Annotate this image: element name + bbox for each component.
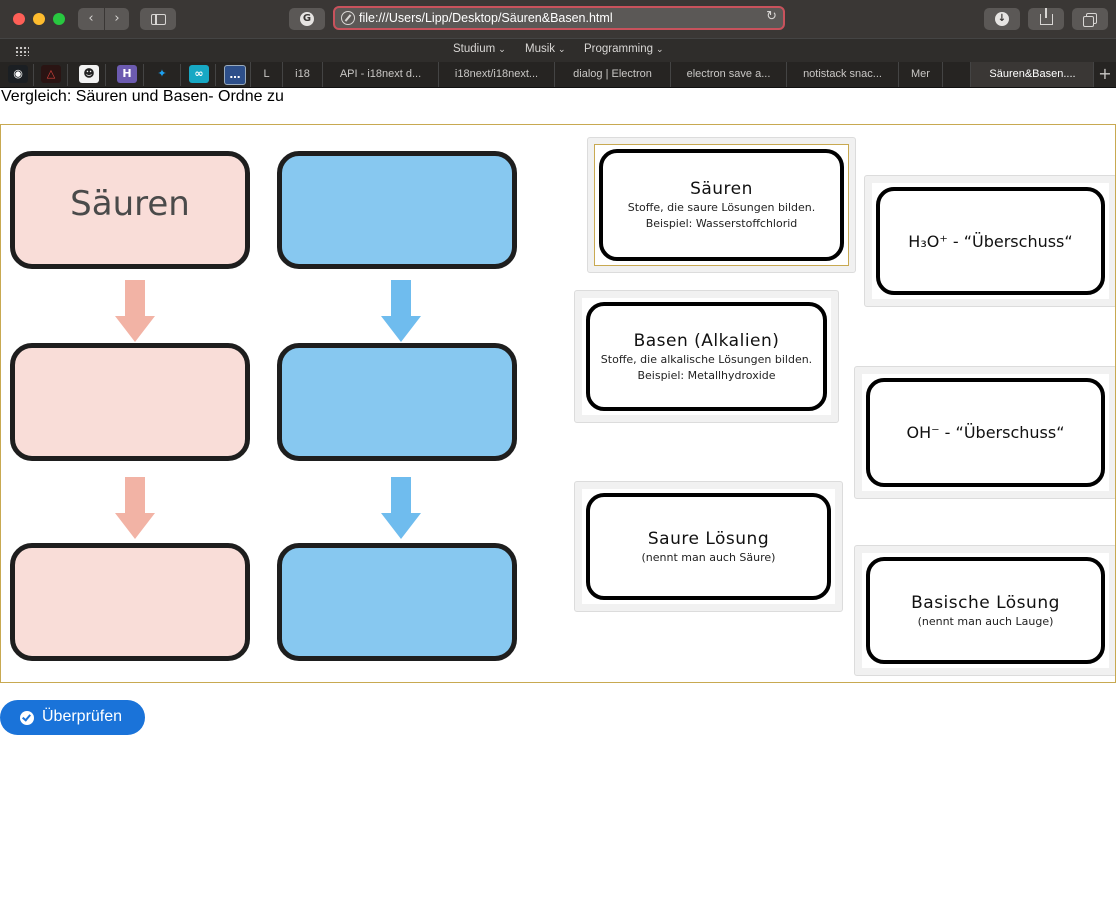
drop-zone-base-1[interactable]	[277, 151, 517, 269]
draggable-card-oh[interactable]: OH⁻ - “Überschuss“	[854, 366, 1115, 499]
card-title: Basen (Alkalien)	[633, 330, 780, 351]
address-bar[interactable]: file:///Users/Lipp/Desktop/Säuren&Basen.…	[333, 6, 785, 30]
arrow-down-icon	[115, 477, 155, 539]
tab-7[interactable]: notistack snac...	[786, 62, 898, 87]
card-title: Säuren	[690, 179, 753, 199]
tab-4[interactable]: i18next/i18next...	[438, 62, 554, 87]
card-description: (nennt man auch Lauge)	[917, 614, 1054, 628]
chevron-left-icon: ‹	[88, 11, 94, 26]
window-titlebar: ‹ › G file:///Users/Lipp/Desktop/Säuren&…	[0, 0, 1116, 38]
card-formula: H₃O⁺ - “Überschuss“	[908, 231, 1073, 251]
heroku-icon: H	[122, 67, 132, 80]
card-formula: OH⁻ - “Überschuss“	[906, 423, 1065, 442]
draggable-card-basen[interactable]: Basen (Alkalien) Stoffe, die alkalische …	[574, 290, 839, 423]
back-button[interactable]: ‹	[78, 8, 104, 30]
arrow-down-icon	[381, 280, 421, 342]
dots-icon: …	[229, 68, 241, 81]
minimize-window-button[interactable]	[33, 13, 45, 25]
pinned-tab-dots[interactable]: …	[224, 65, 246, 85]
twitter-icon: ✦	[157, 67, 167, 80]
reload-icon[interactable]: ↻	[766, 9, 777, 24]
favorites-folder-programming[interactable]: Programming⌄	[584, 43, 664, 55]
pinned-tab-mailchimp[interactable]: ☻	[79, 65, 99, 83]
new-tab-button[interactable]: +	[1093, 62, 1116, 87]
draggable-card-h3o[interactable]: H₃O⁺ - “Überschuss“	[864, 175, 1115, 307]
tab-3[interactable]: API - i18next d...	[322, 62, 438, 87]
drag-drop-exercise: Säuren Säuren Stoffe, die saure Lösungen…	[0, 124, 1116, 683]
tab-9[interactable]	[942, 62, 970, 87]
pinned-tab-heroku[interactable]: H	[117, 65, 137, 83]
ruby-icon: △	[46, 67, 56, 80]
drop-zone-base-2[interactable]	[277, 343, 517, 461]
maximize-window-button[interactable]	[53, 13, 65, 25]
tab-5[interactable]: dialog | Electron	[554, 62, 670, 87]
chevron-right-icon: ›	[114, 11, 120, 26]
drop-zone-acid-1[interactable]: Säuren	[10, 151, 250, 269]
check-circle-icon	[20, 711, 34, 725]
draggable-card-basische-loesung[interactable]: Basische Lösung (nennt man auch Lauge)	[854, 545, 1115, 676]
pinned-tab-twitter[interactable]: ✦	[152, 65, 172, 83]
pinned-tab-ruby[interactable]: △	[41, 65, 61, 83]
forward-button[interactable]: ›	[105, 8, 129, 30]
grammarly-extension-button[interactable]: G	[289, 8, 325, 30]
card-description: (nennt man auch Säure)	[641, 550, 776, 564]
favorites-bar: Studium⌄ Musik⌄ Programming⌄	[0, 38, 1116, 62]
check-button-label: Überprüfen	[42, 708, 123, 725]
check-button[interactable]: Überprüfen	[0, 700, 145, 735]
pinned-tab-github[interactable]: ◉	[8, 65, 28, 83]
address-bar-url[interactable]: file:///Users/Lipp/Desktop/Säuren&Basen.…	[359, 11, 613, 25]
mailchimp-icon: ☻	[83, 67, 95, 80]
downloads-button[interactable]: ↓	[984, 8, 1020, 30]
draggable-card-saure-loesung[interactable]: Saure Lösung (nennt man auch Säure)	[574, 481, 843, 612]
close-window-button[interactable]	[13, 13, 25, 25]
favorites-folder-musik[interactable]: Musik⌄	[525, 43, 566, 55]
favorites-folder-studium[interactable]: Studium⌄	[453, 43, 506, 55]
drop-zone-base-3[interactable]	[277, 543, 517, 661]
codepen-icon: ∞	[194, 67, 204, 80]
card-title: Basische Lösung	[911, 592, 1060, 613]
share-button[interactable]	[1028, 8, 1064, 30]
chevron-down-icon: ⌄	[558, 45, 566, 55]
arrow-down-icon	[381, 477, 421, 539]
tab-6[interactable]: electron save a...	[670, 62, 786, 87]
draggable-card-saeuren[interactable]: Säuren Stoffe, die saure Lösungen bilden…	[587, 137, 856, 273]
chevron-down-icon: ⌄	[498, 45, 506, 55]
tab-8[interactable]: Mer	[898, 62, 942, 87]
tab-1[interactable]: L	[250, 62, 282, 87]
sidebar-icon	[151, 14, 166, 25]
tab-2[interactable]: i18	[282, 62, 322, 87]
tab-bar: ◉ △ ☻ H ✦ ∞ … L i18 API - i18next d... i…	[0, 62, 1116, 88]
drop-zone-acid-3[interactable]	[10, 543, 250, 661]
grid-icon[interactable]	[15, 46, 29, 56]
chevron-down-icon: ⌄	[656, 45, 664, 55]
tab-active-saeuren-basen[interactable]: Säuren&Basen....	[970, 62, 1094, 87]
drop-zone-acid-2[interactable]	[10, 343, 250, 461]
sidebar-toggle-button[interactable]	[140, 8, 176, 30]
compass-icon	[341, 11, 355, 25]
download-icon: ↓	[995, 12, 1009, 26]
card-description: Stoffe, die alkalische Lösungen bilden.	[600, 352, 813, 366]
plus-icon: +	[1098, 64, 1112, 83]
tab-overview-button[interactable]	[1072, 8, 1108, 30]
share-icon	[1040, 8, 1053, 25]
card-example: Beispiel: Wasserstoffchlorid	[645, 217, 798, 230]
card-example: Beispiel: Metallhydroxide	[637, 368, 776, 382]
drop-zone-label: Säuren	[70, 184, 190, 224]
page-title: Vergleich: Säuren und Basen- Ordne zu	[1, 88, 284, 105]
github-icon: ◉	[13, 67, 23, 80]
card-description: Stoffe, die saure Lösungen bilden.	[627, 201, 816, 214]
grammarly-icon: G	[300, 12, 314, 26]
card-title: Saure Lösung	[647, 528, 770, 549]
arrow-down-icon	[115, 280, 155, 342]
pinned-tab-codepen[interactable]: ∞	[189, 65, 209, 83]
